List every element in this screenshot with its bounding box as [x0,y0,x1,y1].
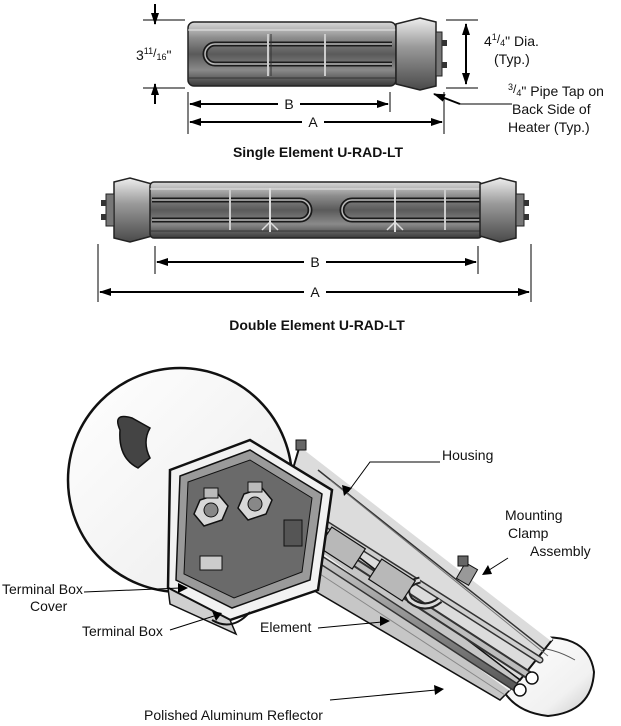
assembly-label: Assembly [530,543,591,559]
height-label: 311/16" [136,46,172,63]
housing-label: Housing [442,447,493,463]
terminal-lugs [193,481,273,527]
single-tube-body [187,21,397,87]
double-left-cap [113,177,153,243]
single-dim-a-label: A [308,114,318,130]
diameter-dimension [446,19,478,89]
terminal-box-label: Terminal Box [82,623,163,639]
element-label: Element [260,619,311,635]
double-dim-b-label: B [310,254,319,270]
cutaway-illustration [66,366,596,718]
terminal-box-cover-label-line2: Cover [30,598,68,614]
reflector-label: Polished Aluminum Reflector [144,707,323,723]
mounting-label: Mounting [505,507,563,523]
double-caption: Double Element U-RAD-LT [229,317,405,333]
double-dim-b [154,246,479,274]
single-dim-b [187,92,391,134]
pipe-tap-label: 3/4" Pipe Tap on [508,82,604,99]
callout-arrowheads [178,485,492,695]
single-dim-b-label: B [284,96,293,112]
pipe-tap-label-line3: Heater (Typ.) [508,119,590,135]
height-dimension [143,4,185,104]
clamp-label: Clamp [508,525,549,541]
double-dim-a-label: A [310,284,320,300]
double-dim-a [97,244,532,302]
single-caption: Single Element U-RAD-LT [233,144,404,160]
single-element-heater: 311/16" 41/4" Dia. (Typ.) 3/4" Pipe Tap … [136,4,604,160]
double-tube-body [149,181,483,239]
double-element-heater: B A Double Element U-RAD-LT [97,177,532,333]
callout-leaders [83,461,509,701]
single-end-cap [395,17,437,91]
typ-label: (Typ.) [494,51,530,67]
pipe-tap-label-line2: Back Side of [512,101,591,117]
mounting-clamp [455,562,479,586]
double-right-cap [479,177,517,243]
single-dim-a [189,92,445,134]
terminal-box-cover-label: Terminal Box [2,581,83,597]
diameter-label: 41/4" Dia. [484,32,539,49]
